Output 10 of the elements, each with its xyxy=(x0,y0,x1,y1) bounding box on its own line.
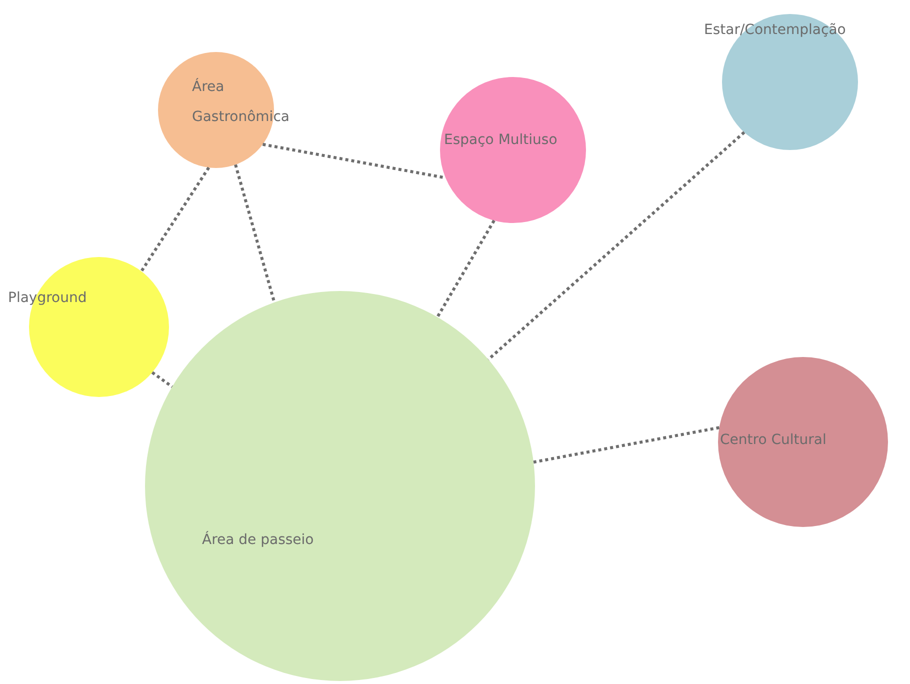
dotted-connector xyxy=(487,131,746,361)
area-label: Espaço Multiuso xyxy=(444,131,558,150)
dotted-connector xyxy=(234,164,276,303)
dotted-connector xyxy=(262,142,446,180)
dotted-connector xyxy=(140,166,210,272)
dotted-connector xyxy=(151,371,174,388)
area-label: Área de passeio xyxy=(202,530,315,550)
dotted-connector xyxy=(436,220,496,318)
dotted-connector xyxy=(533,426,720,464)
area-label: Centro Cultural xyxy=(720,431,828,450)
